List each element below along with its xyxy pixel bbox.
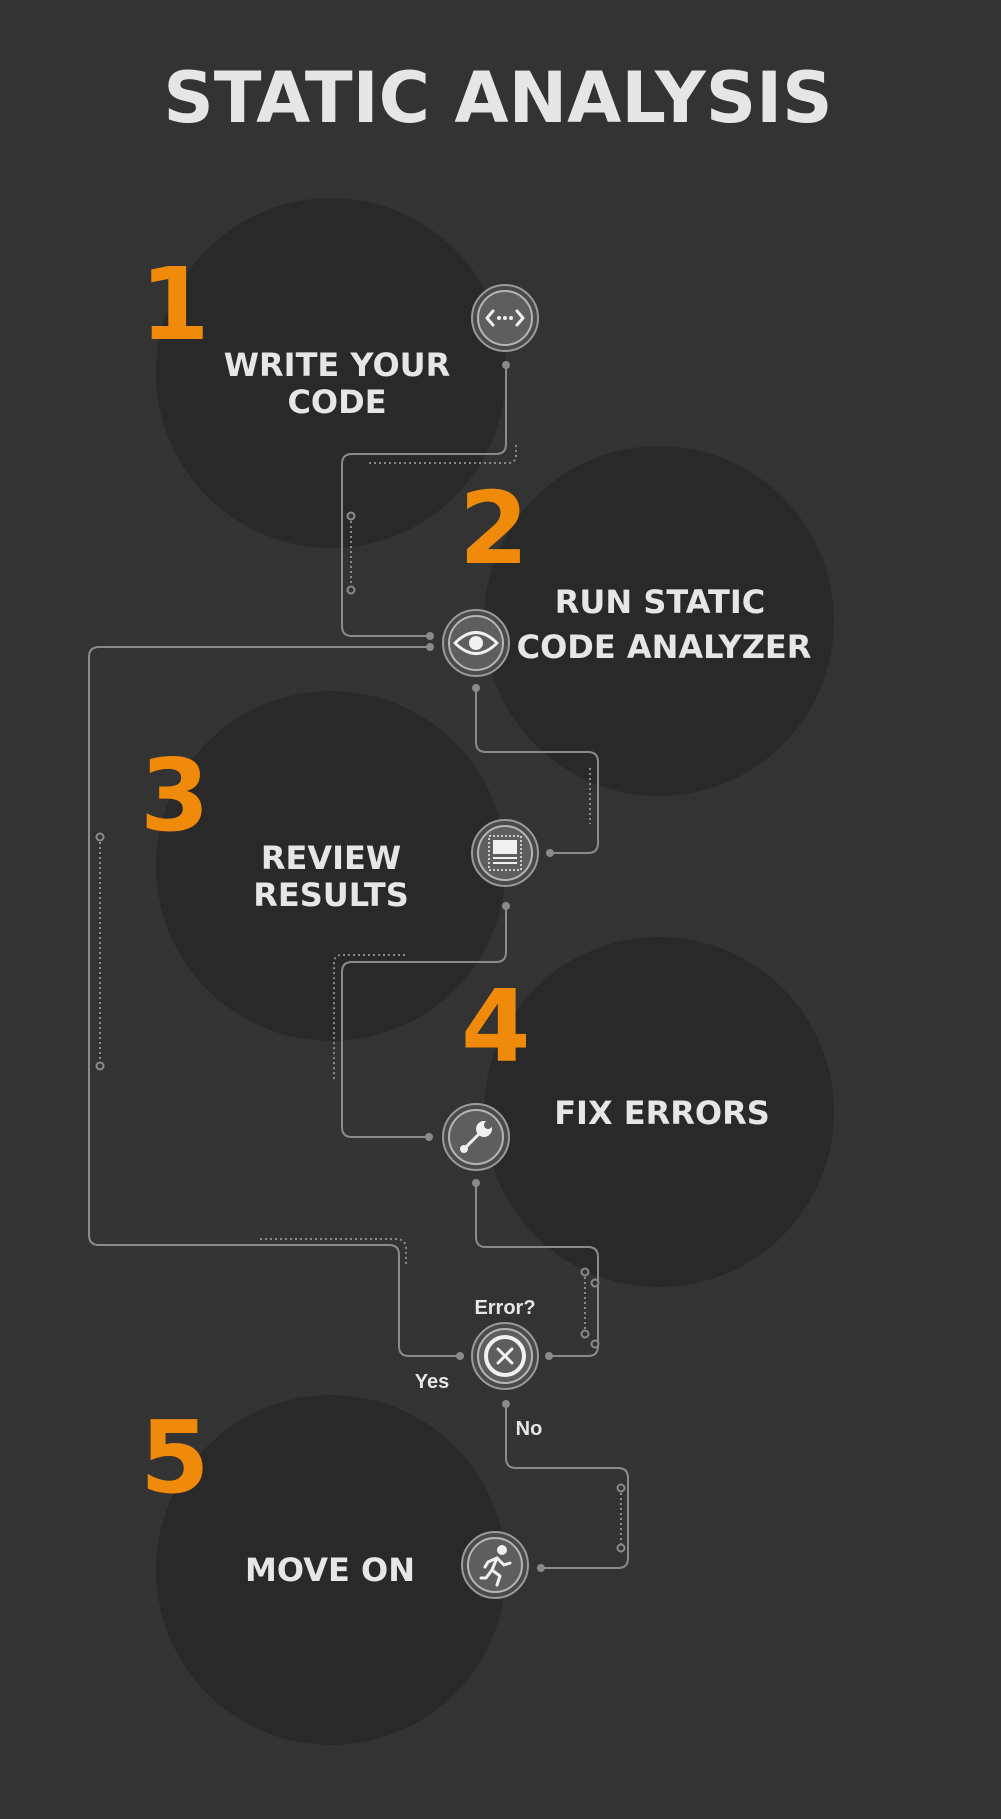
page-title: STATIC ANALYSIS (163, 57, 832, 139)
step-3-circle (156, 691, 506, 1041)
decision-no-label: No (516, 1418, 543, 1440)
step-2-number: 2 (459, 470, 529, 587)
step-4-label: FIX ERRORS (554, 1094, 770, 1132)
eye-icon (442, 609, 510, 677)
x-circle-icon (471, 1322, 539, 1390)
step-2-label-line-2: CODE ANALYZER (517, 628, 812, 666)
step-5-label: MOVE ON (245, 1551, 415, 1589)
report-icon (471, 819, 539, 887)
step-1-circle (156, 198, 506, 548)
step-5-number: 5 (140, 1399, 210, 1516)
step-1-number: 1 (140, 246, 210, 363)
step-4-circle (484, 937, 834, 1287)
step-2-circle (484, 446, 834, 796)
step-5-circle (156, 1395, 506, 1745)
connector-lines (88, 361, 629, 1572)
step-3-number: 3 (140, 737, 210, 854)
step-1-label-line-2: CODE (287, 383, 386, 421)
decision-question: Error? (474, 1297, 535, 1319)
step-4-number: 4 (461, 968, 531, 1085)
step-2-label-line-1: RUN STATIC (555, 583, 765, 621)
code-icon (471, 284, 539, 352)
wrench-icon (442, 1103, 510, 1171)
running-person-icon (461, 1531, 529, 1599)
decision-yes-label: Yes (415, 1371, 449, 1393)
step-3-label-line-1: REVIEW (261, 839, 401, 877)
step-1-label-line-1: WRITE YOUR (224, 346, 451, 384)
step-3-label-line-2: RESULTS (253, 876, 409, 914)
